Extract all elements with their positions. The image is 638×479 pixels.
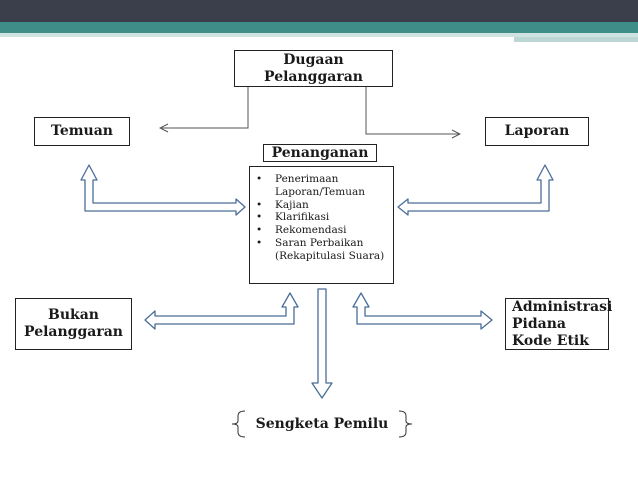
dugaan-line2: Pelanggaran [264,68,363,85]
bracket-left [231,410,246,438]
temuan-label: Temuan [51,123,113,139]
arrow-dugaan-to-laporan [365,87,460,134]
arrow-penanganan-bukan [144,292,299,330]
arrow-temuan-penanganan [80,164,246,216]
dugaan-pelanggaran-box: Dugaan Pelanggaran [234,50,393,87]
penanganan-label: Penanganan [271,144,369,161]
arrow-penanganan-admin [352,292,493,330]
dugaan-line1: Dugaan [283,51,344,68]
bukan-line2: Pelanggaran [24,324,123,340]
header-teal-stripe [0,22,638,33]
laporan-label: Laporan [504,123,570,139]
header-accent [514,37,638,42]
header-bar [0,0,638,22]
outcome-kode-etik: Kode Etik [512,332,589,349]
step-item: Klarifikasi [256,211,389,224]
step-item: Kajian [256,199,389,212]
step-item: Saran Perbaikan (Rekapitulasi Suara) [256,237,389,263]
bukan-line1: Bukan [48,307,99,323]
bukan-pelanggaran-box: Bukan Pelanggaran [15,298,132,350]
step-item: Penerimaan Laporan/Temuan [256,173,389,199]
header-light-stripe [0,33,638,37]
temuan-box: Temuan [34,117,130,146]
step-item: Rekomendasi [256,224,389,237]
steps-list: Penerimaan Laporan/Temuan Kajian Klarifi… [256,173,389,263]
arrow-laporan-penanganan [397,164,554,216]
penanganan-steps-box: Penerimaan Laporan/Temuan Kajian Klarifi… [249,166,394,284]
sengketa-pemilu-label: Sengketa Pemilu [255,416,389,432]
penanganan-title: Penanganan [263,144,377,162]
outcome-pidana: Pidana [512,315,566,332]
arrow-penanganan-sengketa [311,288,333,399]
outcome-administrasi: Administrasi [512,298,613,315]
laporan-box: Laporan [485,117,589,146]
bracket-right [398,410,413,438]
arrow-dugaan-to-temuan [160,87,249,128]
administrasi-pidana-kode-etik-box: Administrasi Pidana Kode Etik [505,298,613,350]
